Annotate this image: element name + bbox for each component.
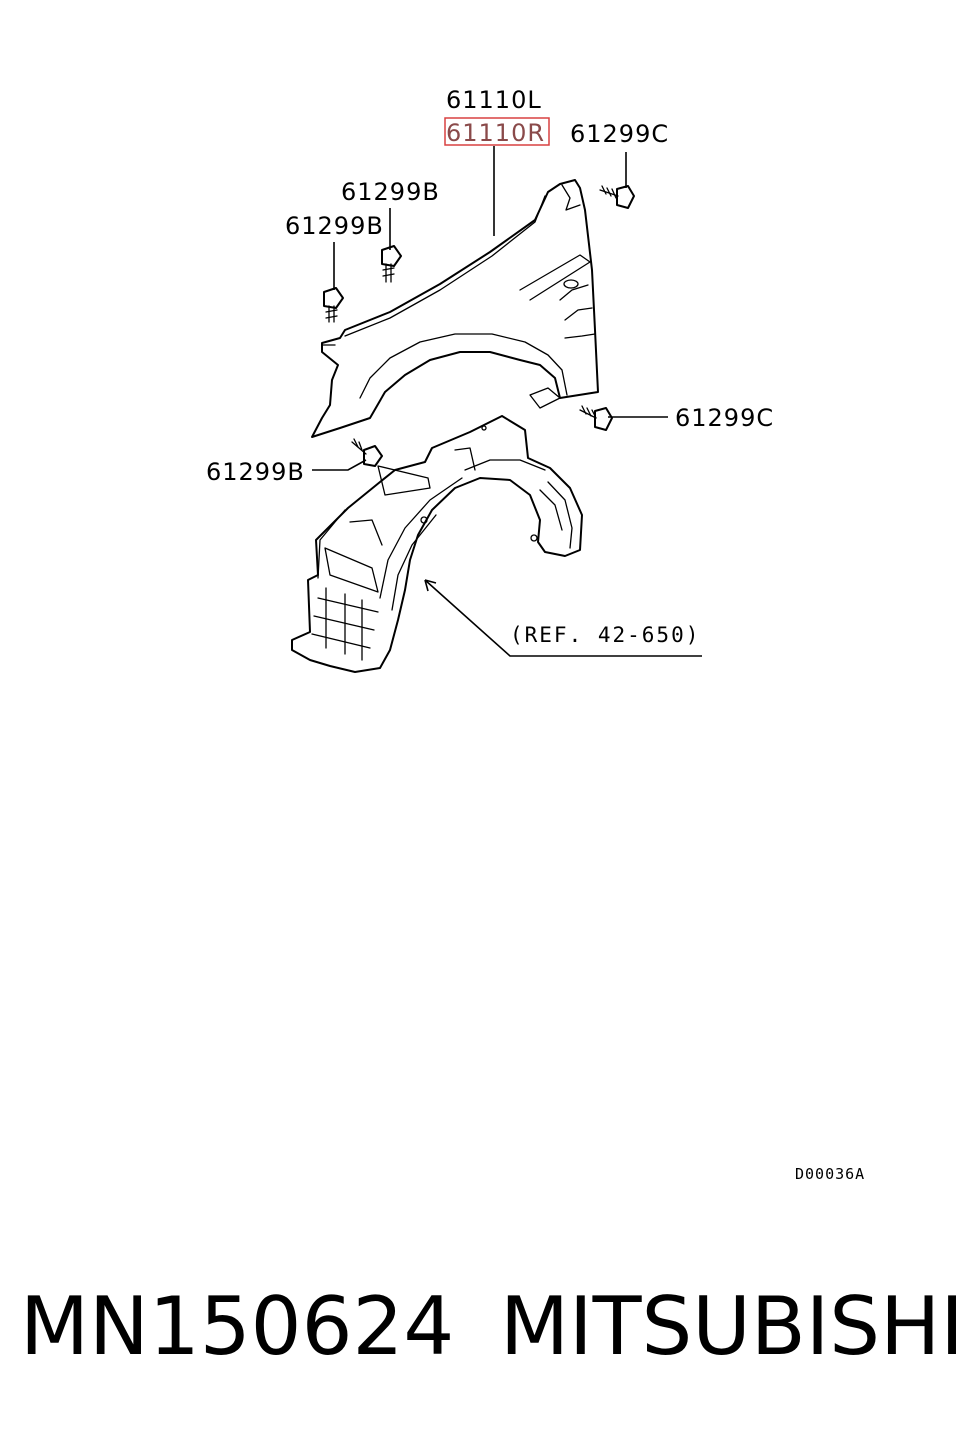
label-61110l: 61110L	[446, 86, 542, 114]
screw-61299b-middle-icon	[323, 287, 344, 323]
screw-61299c-top-icon	[599, 185, 635, 209]
front-fender	[311, 179, 599, 438]
label-61299b-middle: 61299B	[285, 212, 384, 240]
drawing-code: D00036A	[795, 1165, 865, 1183]
label-61299c-bottom: 61299C	[675, 404, 774, 432]
leader-arrowhead	[424, 579, 437, 592]
part-number: MN150624	[20, 1280, 455, 1373]
leader-61299b-lower	[312, 459, 367, 471]
label-61110r: 61110R	[446, 119, 545, 147]
leader-ref-splash-shield	[424, 579, 702, 657]
brand-name: MITSUBISHI	[500, 1280, 960, 1373]
label-61299b-upper: 61299B	[341, 178, 440, 206]
label-61299b-lower: 61299B	[206, 458, 305, 486]
screw-61299c-bottom-icon	[579, 405, 613, 431]
label-61299c-top: 61299C	[570, 120, 669, 148]
screw-61299b-upper-icon	[381, 245, 402, 283]
screw-61299b-lower-icon	[351, 438, 383, 467]
highlight-box	[444, 117, 550, 146]
splash-shield	[291, 415, 583, 673]
caption: MN150624 MITSUBISHI	[0, 1280, 960, 1390]
label-ref-splash-shield: (REF. 42-650)	[510, 623, 700, 647]
